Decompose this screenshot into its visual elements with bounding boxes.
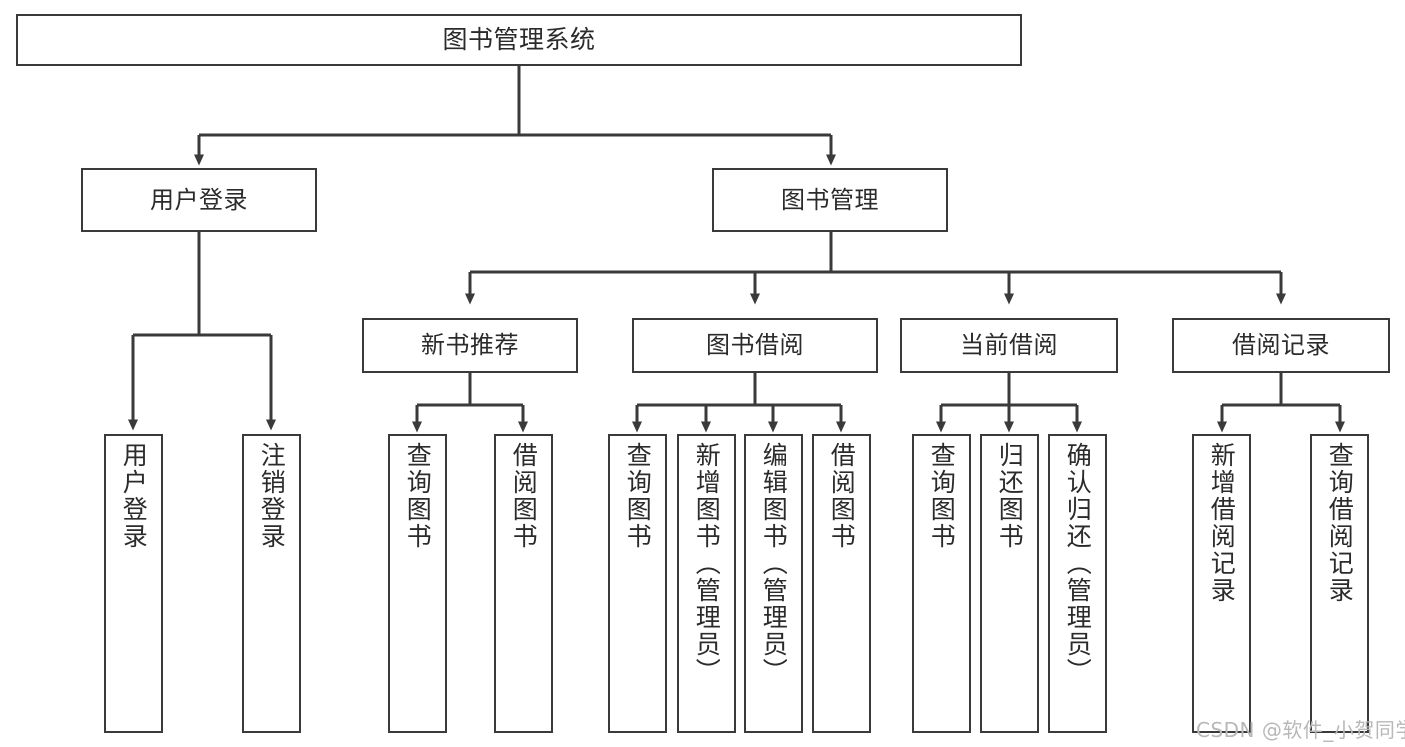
node-leaf-edit-book-label: 编辑图书（管理员） [759,442,789,685]
node-leaf-query-book-1[interactable]: 查询图书 [388,434,447,733]
node-leaf-borrow-book-2[interactable]: 借阅图书 [812,434,871,733]
node-leaf-query-book-3-label: 查询图书 [927,442,957,550]
node-leaf-edit-book[interactable]: 编辑图书（管理员） [744,434,803,733]
node-leaf-logout[interactable]: 注销登录 [242,434,301,733]
watermark: CSDN @软件_小贺同学 [1196,718,1405,742]
node-user-login-label: 用户登录 [150,185,248,214]
node-leaf-add-book-label: 新增图书（管理员） [692,442,722,685]
node-leaf-add-record[interactable]: 新增借阅记录 [1192,434,1251,733]
node-leaf-logout-label: 注销登录 [257,442,287,550]
node-leaf-user-login-label: 用户登录 [119,442,149,550]
node-leaf-user-login[interactable]: 用户登录 [104,434,163,733]
node-leaf-query-book-2[interactable]: 查询图书 [608,434,667,733]
node-leaf-borrow-book-2-label: 借阅图书 [827,442,857,550]
node-leaf-borrow-book-1-label: 借阅图书 [509,442,539,550]
node-user-login[interactable]: 用户登录 [81,168,317,232]
node-book-borrow-label: 图书借阅 [706,331,804,360]
node-leaf-query-record[interactable]: 查询借阅记录 [1310,434,1369,733]
node-leaf-query-book-2-label: 查询图书 [623,442,653,550]
node-current-borrow-label: 当前借阅 [960,331,1058,360]
node-current-borrow[interactable]: 当前借阅 [900,318,1118,373]
node-book-manage[interactable]: 图书管理 [712,168,948,232]
node-book-borrow[interactable]: 图书借阅 [632,318,878,373]
node-borrow-record-label: 借阅记录 [1232,331,1330,360]
node-leaf-return-book[interactable]: 归还图书 [980,434,1039,733]
node-leaf-query-book-3[interactable]: 查询图书 [912,434,971,733]
node-leaf-add-record-label: 新增借阅记录 [1207,442,1237,604]
node-new-book-rec-label: 新书推荐 [421,331,519,360]
node-borrow-record[interactable]: 借阅记录 [1172,318,1390,373]
node-leaf-borrow-book-1[interactable]: 借阅图书 [494,434,553,733]
node-leaf-return-book-label: 归还图书 [995,442,1025,550]
node-root-label: 图书管理系统 [442,25,596,55]
node-book-manage-label: 图书管理 [781,185,879,214]
node-new-book-rec[interactable]: 新书推荐 [362,318,578,373]
node-leaf-confirm-return[interactable]: 确认归还（管理员） [1048,434,1107,733]
node-root[interactable]: 图书管理系统 [16,14,1022,66]
node-leaf-confirm-return-label: 确认归还（管理员） [1063,442,1093,685]
node-leaf-query-book-1-label: 查询图书 [403,442,433,550]
node-leaf-query-record-label: 查询借阅记录 [1325,442,1355,604]
node-leaf-add-book[interactable]: 新增图书（管理员） [677,434,736,733]
